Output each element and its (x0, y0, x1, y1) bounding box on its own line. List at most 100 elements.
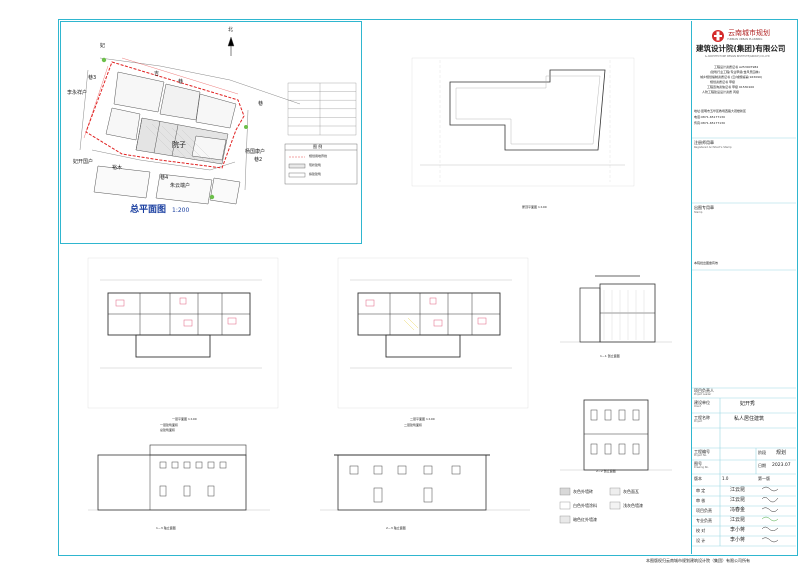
alley-3-label: 巷3 (88, 75, 97, 81)
road-north-label: 妃 (100, 43, 106, 49)
registered-stamp-label-en: Registered Architect's Stamp (694, 146, 732, 149)
client-label-en: Client (694, 405, 701, 408)
project-no-label-en: Project No. (694, 454, 707, 457)
drawing-no-label-en: Drawing No. (694, 466, 709, 469)
role-1-name: 江云昆 (730, 497, 746, 503)
site-legend-box (284, 143, 358, 185)
legend-item-existing: 现状建筑 (309, 163, 322, 167)
alley-4-label: 巷4 (160, 175, 169, 181)
role-3-name: 江云昆 (730, 517, 746, 523)
project-label-en: Project (694, 420, 703, 423)
issue-stamp-label-en: Stamp (694, 211, 703, 214)
role-3-label: 专业负责 (696, 518, 712, 523)
drawing-no-label: 图号 (694, 461, 702, 466)
north-label: 北 (228, 27, 234, 33)
alley-right-label: 巷 (258, 101, 264, 107)
phase-value: 规划 (776, 450, 787, 456)
project-value: 私人居住建筑 (734, 416, 765, 422)
company-address: 地址:昆明市五华区教场西路大观楼新区 (694, 109, 747, 113)
yumu-label: 裕木 (112, 165, 123, 171)
material-4: 浅灰色墙漆 (623, 503, 643, 508)
phase-label: 阶段 (758, 450, 766, 455)
site-legend-title: 图 例 (313, 144, 323, 149)
roof-plan-drawing (411, 57, 635, 187)
floor2-plan-drawing (337, 257, 529, 409)
elevation-b-caption: 2－3 轴立面图 (386, 526, 406, 530)
legend-item-boundary: 规划用地界线 (309, 154, 328, 158)
site-plan-panel (60, 21, 362, 244)
company-fax: 传真:0871-65177130 (694, 121, 725, 125)
version-value: 1.0 (722, 476, 729, 481)
signature-marks (761, 486, 779, 543)
sheet-edition: 第一版 (758, 476, 770, 481)
section-1-1-caption: 1－1 剖立面图 (600, 354, 620, 358)
cred-1: (建筑行业工程)专业甲级(含风景园林) (710, 70, 760, 74)
company-en-2: & ARCHITECTURE DESIGN INSTITUTE(GROUP) C… (705, 55, 770, 58)
cred-4: 工程咨询资信证书 甲级 91530100 (707, 85, 755, 89)
floor1-plan-drawing (87, 257, 279, 409)
role-5-label: 设 计 (696, 538, 706, 543)
roof-plan-caption: 屋顶平面图 1:100 (522, 205, 547, 209)
role-4-label: 校 对 (696, 528, 706, 533)
version-label: 版本 (694, 476, 702, 481)
cred-2: 城乡规划编制资质证书 (云)城规编第(163090) (700, 75, 763, 79)
project-lead-label: 项目负责人 (694, 388, 714, 393)
client-value: 妃开秀 (740, 401, 756, 407)
courtyard-label: 院子 (172, 141, 186, 149)
floor1-note1: 一层建筑面积 (160, 423, 179, 427)
role-5-name: 李小蒋 (730, 537, 746, 543)
material-5: 暗色红外墙漆 (573, 517, 597, 522)
company-name-1: 云南城市规划 (728, 29, 770, 37)
company-en-1: YUNNAN URBAN PLANNING (727, 38, 763, 41)
site-data-table (287, 82, 357, 136)
material-1: 灰色外墙砖 (573, 489, 593, 494)
cred-5: 人防工程建设设计资质 丙级 (702, 90, 739, 94)
floor2-note1: 二层建筑面积 (404, 423, 423, 427)
issue-stamp-label: 出图专用章 (694, 205, 714, 210)
house-label: 吉 (154, 71, 160, 77)
owner-ji-label: 妃开国户 (73, 159, 94, 165)
material-3: 白色外墙涂料 (573, 503, 597, 508)
site-plan-title: 总平面图 (130, 205, 167, 215)
site-plan-scale: 1:200 (172, 207, 190, 214)
owner-zhu-label: 朱云端户 (170, 183, 191, 189)
material-legend-swatches (559, 487, 621, 524)
title-block (691, 21, 796, 554)
project-label: 工程名称 (694, 415, 710, 420)
date-label: 日期 (758, 463, 766, 468)
floor1-note2: 总建筑面积 (160, 428, 176, 432)
section-2-2-drawing (560, 399, 672, 471)
title-block-grid (691, 137, 796, 547)
site-plan-drawing (79, 36, 301, 205)
role-0-label: 审 定 (696, 488, 706, 493)
project-lead-label-en: Project Leader (694, 392, 712, 396)
alley-2-label: 巷2 (254, 157, 263, 163)
project-no-label: 工程编号 (694, 449, 710, 454)
elevation-a-drawing (88, 444, 270, 511)
company-tel: 电话:0871-65177130 (694, 115, 725, 119)
section-1-1-drawing (560, 275, 672, 343)
owner-yang-label: 杨国康户 (245, 149, 266, 155)
elevation-a-caption: 1－3 轴立面图 (156, 526, 176, 530)
sheet-border (58, 19, 798, 556)
registered-stamp-label: 注册师用章 (694, 140, 714, 145)
company-name-2: 建筑设计院(集团)有限公司 (696, 44, 786, 53)
material-2: 灰色面瓦 (623, 489, 639, 494)
alley-1-label: 巷 (178, 79, 184, 85)
role-4-name: 李小蒋 (730, 527, 746, 533)
floor2-caption: 二层平面图 1:100 (410, 417, 435, 421)
legend-item-proposed: 拟建建筑 (309, 172, 322, 176)
cred-3: 规划资质证书 甲级 (710, 80, 735, 84)
elevation-b-drawing (320, 454, 530, 511)
role-0-name: 江云昆 (730, 487, 746, 493)
date-value: 2023.07 (772, 463, 791, 468)
approval-note: 本院批出图章有效 (694, 261, 719, 265)
company-logo-icon (712, 30, 724, 42)
role-2-label: 项目负责 (696, 508, 712, 513)
section-2-2-caption: 2－2 剖立面图 (596, 469, 616, 473)
role-2-name: 冯春金 (730, 507, 746, 513)
copyright-footer: 本图版权归云南城市规划建筑设计院（集团）有限公司所有 (646, 558, 750, 563)
floor1-caption: 一层平面图 1:100 (172, 417, 197, 421)
